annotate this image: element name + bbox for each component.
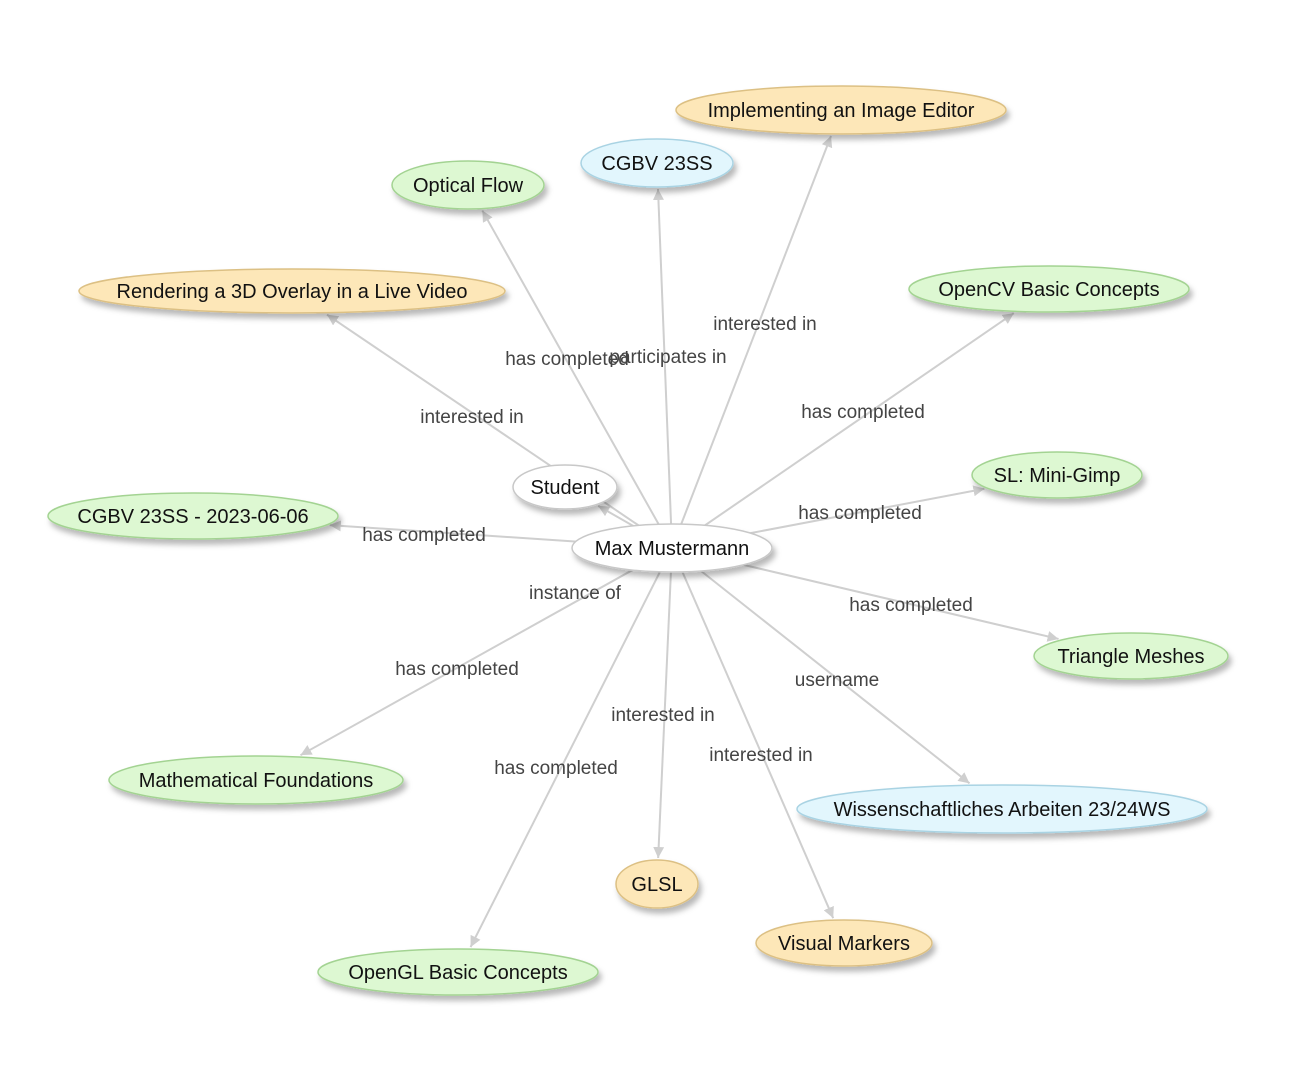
edge-max-math [300, 547, 673, 757]
node-ellipse [512, 464, 618, 510]
node-optical-flow[interactable]: Optical Flow [391, 160, 545, 210]
edge-max-opengl [469, 547, 673, 948]
node-label: Mathematical Foundations [139, 770, 374, 792]
node-label: Student [531, 477, 600, 499]
node-ellipse [108, 755, 404, 805]
node-cgbv-date[interactable]: CGBV 23SS - 2023-06-06 [47, 492, 339, 540]
node-glsl[interactable]: GLSL [615, 859, 699, 909]
nodes-layer: Max Mustermann Student Implementing an Ima… [47, 85, 1229, 996]
node-ellipse [1033, 632, 1229, 680]
node-ellipse [571, 523, 773, 573]
node-ellipse [391, 160, 545, 210]
edge-label: interested in [713, 314, 817, 335]
edge-label: has completed [362, 525, 486, 546]
node-math[interactable]: Mathematical Foundations [108, 755, 404, 805]
edge-label: username [795, 670, 880, 691]
edge-label: has completed [494, 758, 618, 779]
edge-max-opencv [671, 312, 1015, 549]
edge-max-image-editor [671, 135, 833, 549]
node-visual-markers[interactable]: Visual Markers [755, 919, 933, 967]
node-ellipse [78, 268, 506, 314]
node-label: Max Mustermann [595, 538, 750, 560]
edge-max-visual-markers [671, 547, 835, 919]
node-label: OpenCV Basic Concepts [938, 279, 1159, 301]
node-label: CGBV 23SS - 2023-06-06 [77, 506, 308, 528]
node-max[interactable]: Max Mustermann [571, 523, 773, 573]
node-student[interactable]: Student [512, 464, 618, 510]
node-ellipse [317, 948, 599, 996]
edge-label: participates in [609, 347, 726, 368]
node-label: Wissenschaftliches Arbeiten 23/24WS [834, 799, 1171, 821]
node-label: OpenGL Basic Concepts [348, 962, 567, 984]
edge-label: instance of [529, 583, 622, 604]
node-minigimp[interactable]: SL: Mini-Gimp [971, 451, 1143, 499]
node-ellipse [615, 859, 699, 909]
node-label: Triangle Meshes [1057, 646, 1204, 668]
edge-label: has completed [798, 503, 922, 524]
edge-label: interested in [611, 705, 715, 726]
edge-label: has completed [395, 659, 519, 680]
node-label: Rendering a 3D Overlay in a Live Video [117, 281, 468, 303]
edge-label: has completed [505, 349, 629, 370]
node-ellipse [755, 919, 933, 967]
node-ellipse [908, 265, 1190, 313]
node-opencv[interactable]: OpenCV Basic Concepts [908, 265, 1190, 313]
edge-max-rendering [326, 313, 673, 549]
edge-label: has completed [849, 595, 973, 616]
node-ellipse [796, 784, 1208, 834]
edge-max-optical-flow [481, 210, 673, 549]
node-opengl[interactable]: OpenGL Basic Concepts [317, 948, 599, 996]
node-rendering[interactable]: Rendering a 3D Overlay in a Live Video [78, 268, 506, 314]
node-ellipse [971, 451, 1143, 499]
node-ellipse [580, 138, 734, 188]
edge-label: has completed [801, 402, 925, 423]
node-label: GLSL [631, 874, 682, 896]
edge-max-glsl [653, 547, 673, 859]
node-label: Implementing an Image Editor [708, 100, 975, 122]
node-label: SL: Mini-Gimp [994, 465, 1121, 487]
node-label: Visual Markers [778, 933, 910, 955]
node-wiss[interactable]: Wissenschaftliches Arbeiten 23/24WS [796, 784, 1208, 834]
edge-max-wiss [671, 547, 971, 785]
edge-max-cgbv [652, 188, 673, 549]
node-label: CGBV 23SS [601, 153, 712, 175]
node-image-editor[interactable]: Implementing an Image Editor [675, 85, 1007, 135]
edge-label: interested in [420, 407, 524, 428]
edge-label: interested in [709, 745, 813, 766]
node-ellipse [675, 85, 1007, 135]
node-triangle[interactable]: Triangle Meshes [1033, 632, 1229, 680]
node-label: Optical Flow [413, 175, 524, 197]
node-cgbv[interactable]: CGBV 23SS [580, 138, 734, 188]
node-ellipse [47, 492, 339, 540]
